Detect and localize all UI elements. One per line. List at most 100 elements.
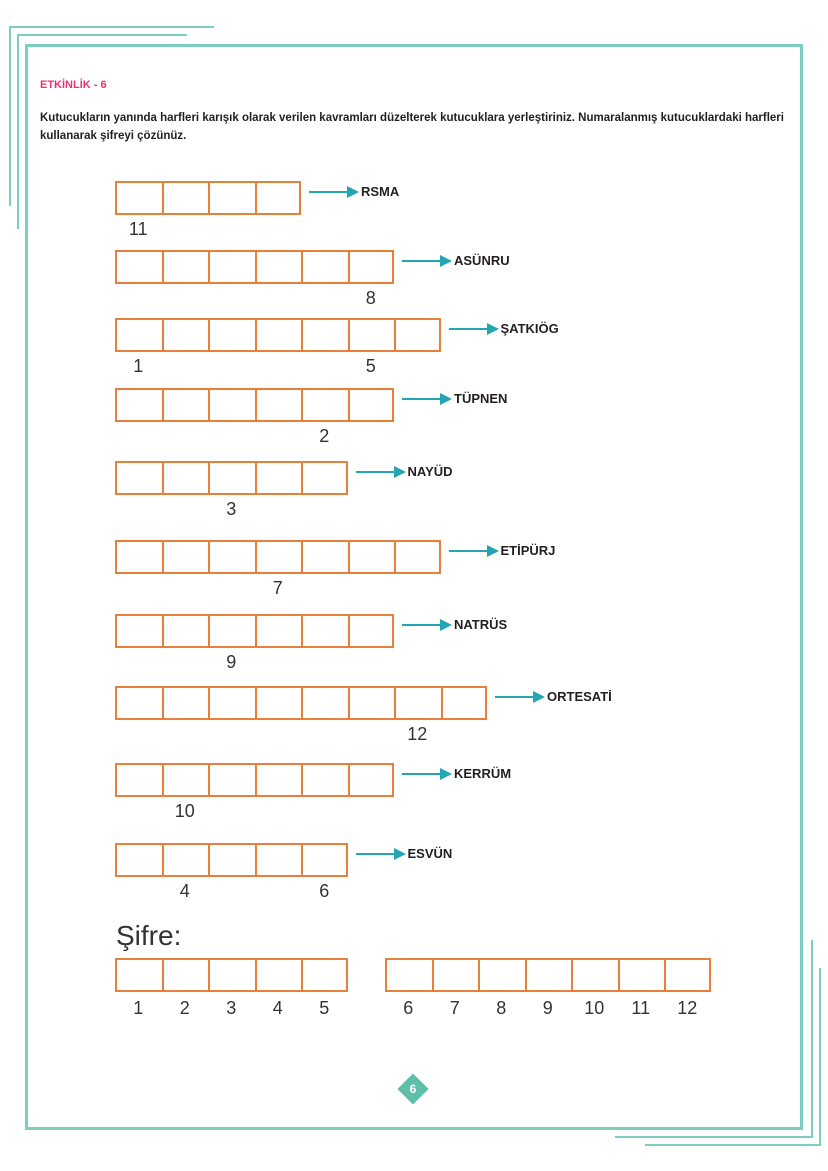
letter-box[interactable]: [208, 181, 255, 215]
letter-box[interactable]: [254, 250, 301, 284]
letter-box[interactable]: [571, 958, 618, 992]
letter-box[interactable]: [115, 461, 162, 495]
code-number: 1: [133, 998, 144, 1018]
letter-box[interactable]: [161, 958, 208, 992]
letter-box[interactable]: [394, 686, 441, 720]
letter-box[interactable]: [208, 686, 255, 720]
letter-box[interactable]: [208, 763, 255, 797]
code-number: 2: [179, 998, 190, 1018]
letter-box[interactable]: [254, 763, 301, 797]
letter-box[interactable]: [161, 686, 208, 720]
letter-box[interactable]: [161, 540, 208, 574]
letter-box[interactable]: [347, 318, 394, 352]
letter-box[interactable]: [115, 250, 162, 284]
letter-box[interactable]: [208, 461, 255, 495]
letter-box[interactable]: [347, 614, 394, 648]
box-number: 5: [365, 356, 376, 376]
letter-box[interactable]: [347, 250, 394, 284]
letter-box[interactable]: [301, 540, 348, 574]
letter-box[interactable]: [161, 181, 208, 215]
letter-box[interactable]: [161, 318, 208, 352]
frame-accent-left-2: [17, 34, 19, 229]
code-number: 9: [542, 998, 553, 1018]
letter-box[interactable]: [161, 250, 208, 284]
arrow-icon: [402, 255, 452, 267]
code-number: 6: [403, 998, 414, 1018]
scrambled-word: ORTESATİ: [547, 689, 612, 704]
letter-box[interactable]: [301, 614, 348, 648]
letter-box[interactable]: [115, 686, 162, 720]
letter-box[interactable]: [385, 958, 432, 992]
letter-box[interactable]: [208, 250, 255, 284]
puzzle-3-boxes: [115, 318, 441, 352]
letter-box[interactable]: [208, 843, 255, 877]
puzzle-1-boxes: [115, 181, 301, 215]
letter-box[interactable]: [161, 763, 208, 797]
box-number: 12: [407, 724, 428, 744]
letter-box[interactable]: [161, 461, 208, 495]
letter-box[interactable]: [208, 318, 255, 352]
letter-box[interactable]: [301, 958, 348, 992]
puzzle-8-boxes: [115, 686, 487, 720]
code-label: Şifre:: [116, 920, 182, 951]
letter-box[interactable]: [161, 388, 208, 422]
letter-box[interactable]: [115, 614, 162, 648]
letter-box[interactable]: [431, 958, 478, 992]
letter-box[interactable]: [394, 540, 441, 574]
letter-box[interactable]: [208, 614, 255, 648]
letter-box[interactable]: [254, 958, 301, 992]
letter-box[interactable]: [394, 318, 441, 352]
letter-box[interactable]: [617, 958, 664, 992]
letter-box[interactable]: [524, 958, 571, 992]
letter-box[interactable]: [115, 388, 162, 422]
frame-top: [25, 44, 803, 47]
arrow-icon: [448, 545, 499, 557]
letter-box[interactable]: [254, 540, 301, 574]
letter-box[interactable]: [301, 686, 348, 720]
letter-box[interactable]: [115, 181, 162, 215]
letter-box[interactable]: [440, 686, 487, 720]
letter-box[interactable]: [208, 540, 255, 574]
code-number: 7: [449, 998, 460, 1018]
letter-box[interactable]: [254, 388, 301, 422]
letter-box[interactable]: [347, 388, 394, 422]
letter-box[interactable]: [254, 686, 301, 720]
code-group-2-boxes: [385, 958, 711, 992]
letter-box[interactable]: [115, 318, 162, 352]
letter-box[interactable]: [301, 763, 348, 797]
code-group-1-boxes: [115, 958, 348, 992]
letter-box[interactable]: [115, 958, 162, 992]
letter-box[interactable]: [254, 843, 301, 877]
frame-accent-top-1: [9, 26, 214, 28]
letter-box[interactable]: [347, 763, 394, 797]
code-number: 11: [631, 998, 651, 1018]
letter-box[interactable]: [254, 461, 301, 495]
letter-box[interactable]: [301, 388, 348, 422]
letter-box[interactable]: [254, 318, 301, 352]
letter-box[interactable]: [115, 763, 162, 797]
letter-box[interactable]: [301, 843, 348, 877]
letter-box[interactable]: [347, 540, 394, 574]
letter-box[interactable]: [254, 181, 301, 215]
frame-accent-bottom-1: [615, 1136, 813, 1138]
scrambled-word: NAYÜD: [407, 464, 453, 479]
code-number: 12: [677, 998, 698, 1018]
letter-box[interactable]: [208, 958, 255, 992]
letter-box[interactable]: [161, 843, 208, 877]
letter-box[interactable]: [301, 250, 348, 284]
letter-box[interactable]: [115, 540, 162, 574]
letter-box[interactable]: [161, 614, 208, 648]
code-number: 4: [272, 998, 283, 1018]
letter-box[interactable]: [347, 686, 394, 720]
letter-box[interactable]: [208, 388, 255, 422]
letter-box[interactable]: [478, 958, 525, 992]
letter-box[interactable]: [301, 461, 348, 495]
scrambled-word: ŞATKIÖG: [500, 321, 559, 336]
arrow-icon: [402, 619, 452, 631]
scrambled-word: TÜPNEN: [454, 391, 508, 406]
letter-box[interactable]: [115, 843, 162, 877]
letter-box[interactable]: [254, 614, 301, 648]
scrambled-word: ETİPÜRJ: [500, 543, 556, 558]
letter-box[interactable]: [301, 318, 348, 352]
letter-box[interactable]: [664, 958, 711, 992]
